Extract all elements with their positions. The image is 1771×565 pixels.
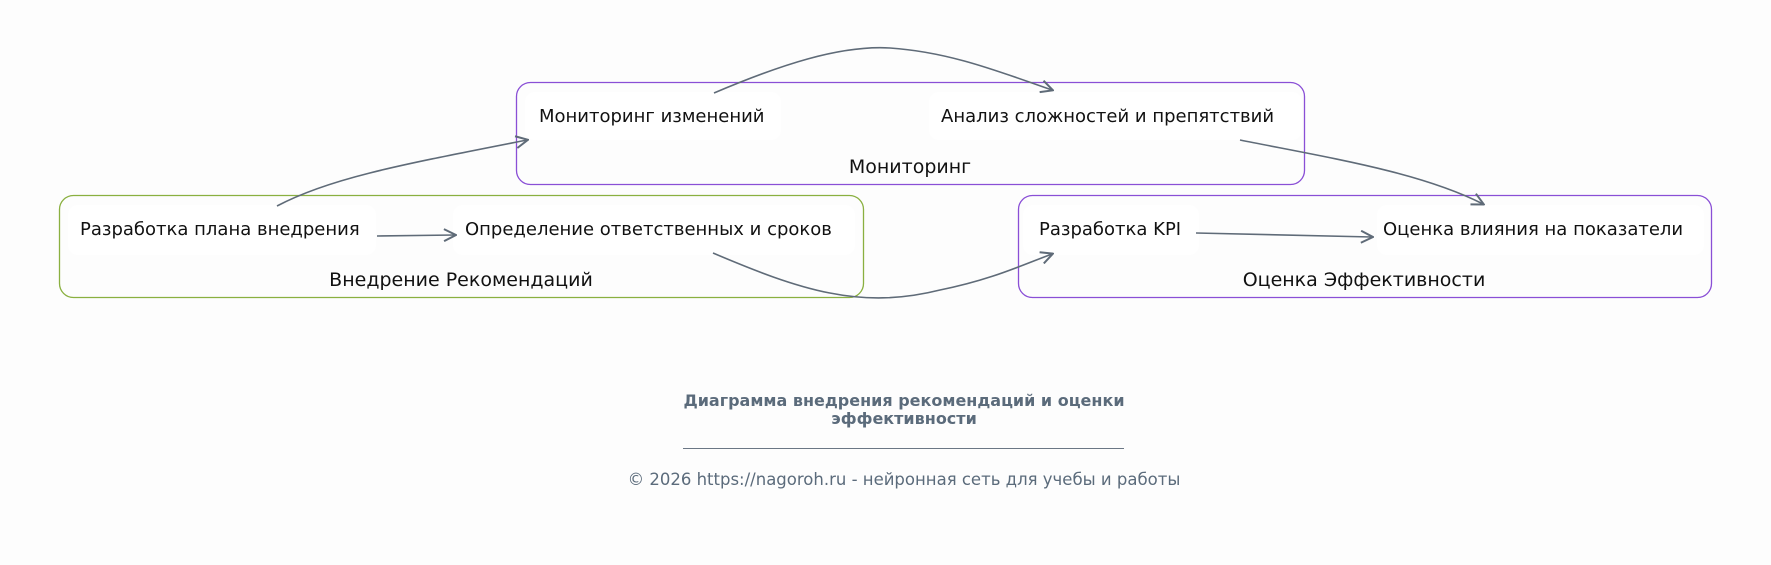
edge-kpi-to-impact <box>1195 233 1372 237</box>
group-monitoring-label: Мониторинг <box>849 156 971 178</box>
edge-plan-to-monitoring <box>276 140 527 207</box>
node-monitoring-changes: Мониторинг изменений <box>539 106 765 127</box>
diagram-title-line2: эффективности <box>831 409 977 428</box>
edge-plan-to-responsibles <box>376 235 455 236</box>
node-bg <box>1023 205 1199 255</box>
footer-copyright: © 2026 https://nagoroh.ru - нейронная се… <box>627 470 1181 489</box>
diagram-title-line1: Диаграмма внедрения рекомендаций и оценк… <box>683 391 1125 410</box>
group-efficiency-label: Оценка Эффективности <box>1243 269 1486 291</box>
group-implementation-label: Внедрение Рекомендаций <box>329 269 593 291</box>
node-bg <box>525 92 781 140</box>
edge-analysis-to-impact <box>1239 139 1483 204</box>
node-responsibles-deadlines: Определение ответственных и сроков <box>465 219 832 240</box>
edge-responsibles-to-kpi <box>712 253 1052 299</box>
node-bg <box>1377 205 1704 255</box>
node-bg <box>453 205 855 255</box>
edge-monitoring-to-analysis <box>713 46 1052 94</box>
node-bg <box>929 92 1302 140</box>
diagram-title: Диаграмма внедрения рекомендаций и оценк… <box>0 392 1771 428</box>
node-analysis-obstacles: Анализ сложностей и препятствий <box>941 106 1274 127</box>
node-impact-assessment: Оценка влияния на показатели <box>1383 219 1683 240</box>
group-monitoring <box>515 81 1306 186</box>
group-efficiency <box>1017 194 1713 299</box>
node-implementation-plan: Разработка плана внедрения <box>80 219 360 240</box>
node-bg <box>68 205 376 255</box>
group-implementation <box>58 194 865 299</box>
footer-divider <box>683 448 1124 449</box>
node-kpi-development: Разработка KPI <box>1039 219 1181 240</box>
